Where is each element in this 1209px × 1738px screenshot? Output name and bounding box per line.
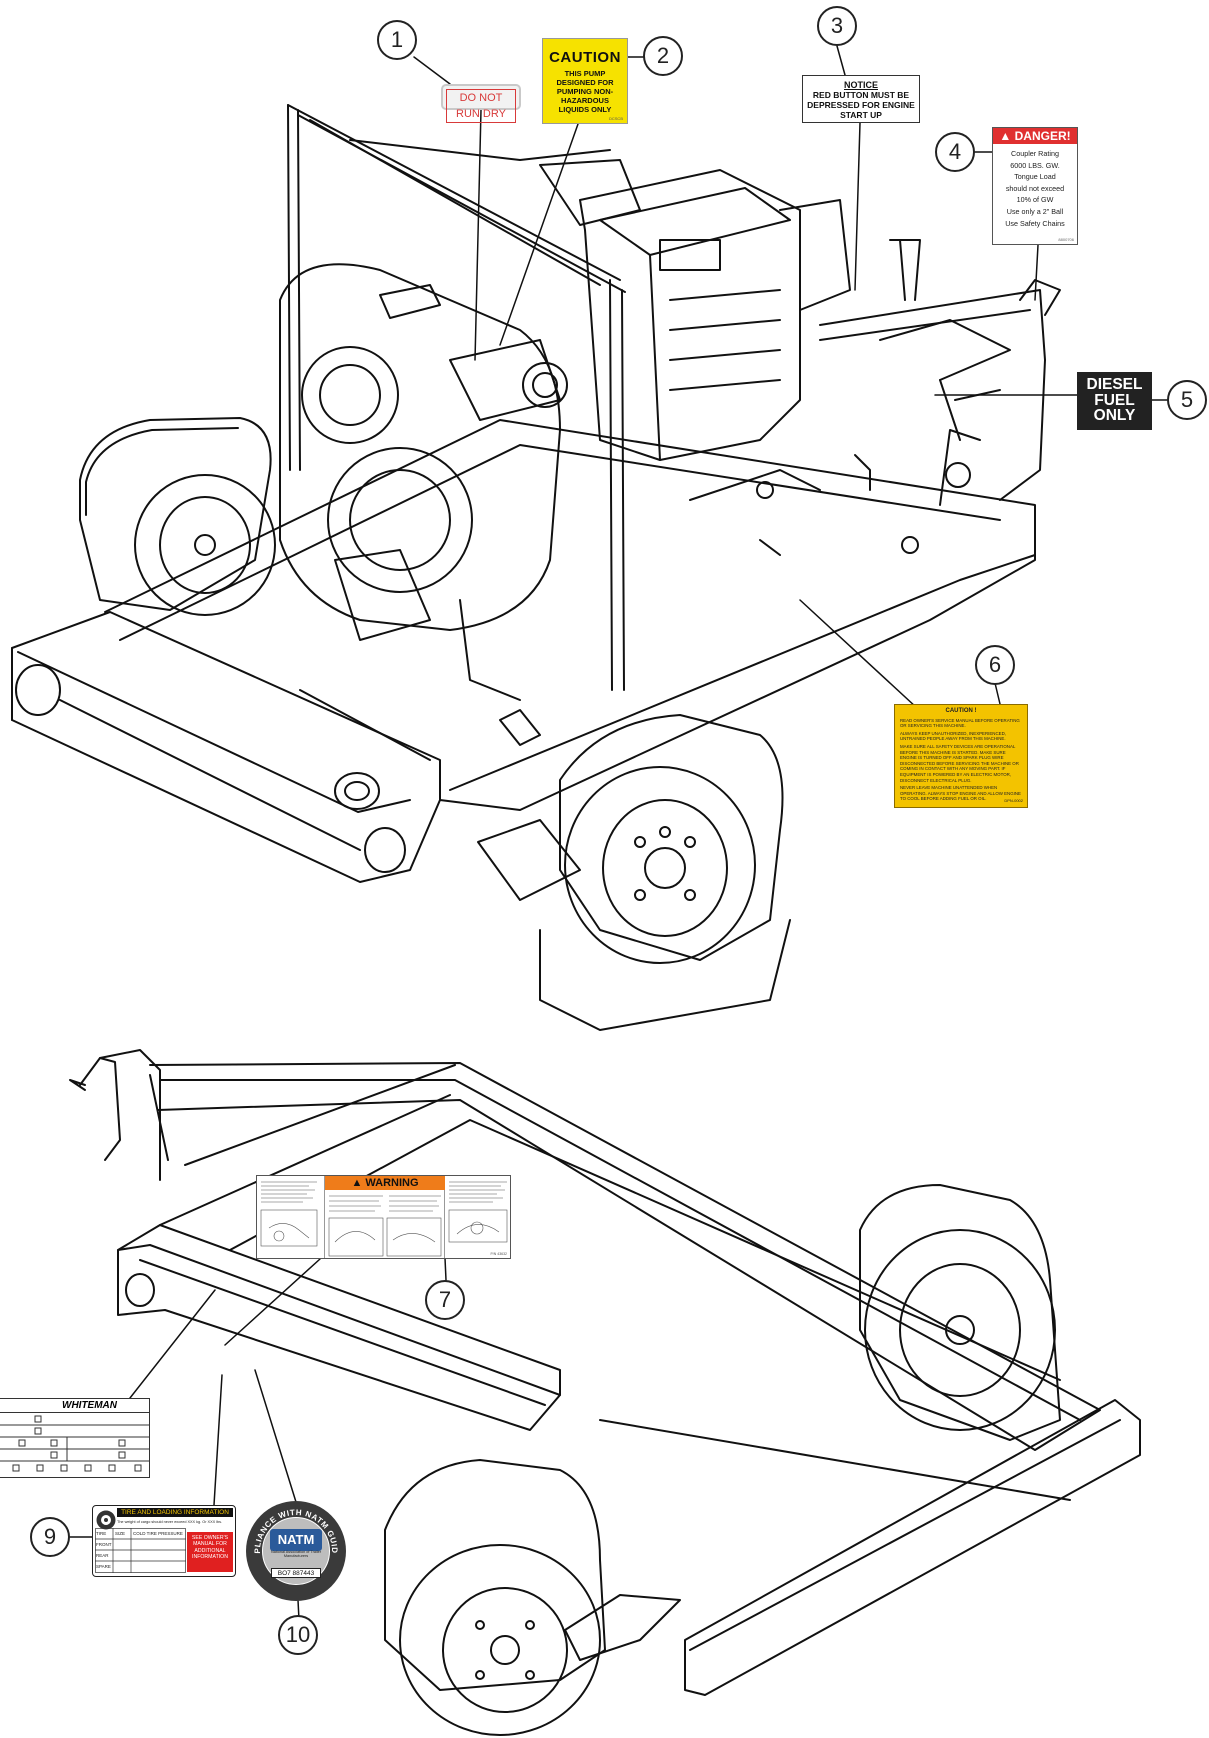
- notice-heading: NOTICE: [843, 80, 878, 90]
- tire-heading: TIRE AND LOADING INFORMATION: [117, 1508, 233, 1517]
- warning-panel-middle: [325, 1190, 445, 1258]
- danger-coupler-decal: ▲ DANGER! Coupler Rating 6000 LBS. GW. T…: [992, 127, 1078, 245]
- front-bumper: [11, 611, 441, 883]
- whiteman-logo-text: WHITEMAN: [0, 1399, 149, 1413]
- tire-row-front: FRONT: [96, 1542, 112, 1547]
- danger-line: Coupler Rating: [1011, 149, 1059, 158]
- tire-col-pressure: COLD TIRE PRESSURE: [133, 1531, 183, 1536]
- warning-panel-right: [445, 1176, 512, 1258]
- caution-pump-decal: CAUTION THIS PUMP DESIGNED FOR PUMPING N…: [542, 38, 628, 124]
- caution-machine-heading: CAUTION !: [945, 708, 977, 714]
- tire-see-manual: SEE OWNER'S MANUAL FOR ADDITIONAL INFORM…: [187, 1532, 233, 1572]
- warning-pictogram-right: [448, 1181, 508, 1243]
- natm-compliance-seal: IN COMPLIANCE WITH NATM GUIDELINES NATM …: [246, 1501, 346, 1601]
- caution-machine-item: READ OWNER'S SERVICE MANUAL BEFORE OPERA…: [900, 717, 1020, 729]
- diesel-line: DIESEL: [1086, 376, 1143, 393]
- tire-table-grid: [95, 1528, 186, 1573]
- danger-line: Tongue Load: [1014, 172, 1056, 182]
- diesel-fuel-only-decal: DIESEL FUEL ONLY: [1077, 372, 1152, 430]
- notice-body: RED BUTTON MUST BE DEPRESSED FOR ENGINE …: [807, 90, 915, 120]
- diesel-line: ONLY: [1093, 407, 1136, 424]
- left-fender: [79, 417, 272, 611]
- callout-3: 3: [817, 6, 857, 46]
- natm-serial: BO7 887443: [271, 1568, 321, 1578]
- near-fender: [384, 1459, 606, 1691]
- danger-line: should not exceed: [1005, 183, 1065, 193]
- caution-machine-decal: CAUTION ! READ OWNER'S SERVICE MANUAL BE…: [894, 704, 1028, 808]
- pump-housing: [279, 263, 561, 631]
- right-frame-rail: [684, 1399, 1141, 1696]
- warning-heading: ▲ WARNING: [325, 1176, 445, 1190]
- danger-code: 8800706: [1058, 237, 1074, 242]
- callout-10: 10: [278, 1615, 318, 1655]
- caution-machine-code: DPN-0002: [1004, 798, 1023, 804]
- natm-logo: NATM: [270, 1529, 322, 1551]
- trailer-deck: [104, 419, 1036, 811]
- caution-machine-item: NEVER LEAVE MACHINE UNATTENDED WHEN OPER…: [900, 785, 1021, 802]
- warning-pictogram-left: [260, 1181, 318, 1247]
- callout-5: 5: [1167, 380, 1207, 420]
- bare-trailer-assembly: [69, 1049, 1141, 1736]
- leader-lines: [69, 45, 1169, 1641]
- fuel-cap: [334, 772, 380, 810]
- warning-pictogram-middle: [328, 1195, 442, 1257]
- callout-9: 9: [30, 1517, 70, 1557]
- danger-heading-text: DANGER!: [1014, 129, 1071, 143]
- whiteman-plate-grid: [0, 1415, 149, 1472]
- tire-col-tire: TIRE: [96, 1531, 107, 1536]
- tire-weight-line: The weight of cargo should never exceed …: [117, 1520, 223, 1524]
- tire-icon: [96, 1510, 116, 1530]
- do-not-run-dry-text: DO NOT RUN DRY: [446, 89, 516, 123]
- natm-subtitle: National Association of Trailer Manufact…: [270, 1550, 322, 1558]
- caution-pump-body: THIS PUMP DESIGNED FOR PUMPING NON-HAZAR…: [556, 69, 614, 114]
- notice-decal: NOTICE RED BUTTON MUST BE DEPRESSED FOR …: [802, 75, 920, 123]
- danger-line: Use only a 2" Ball: [1006, 206, 1064, 216]
- tire-row-rear: REAR: [96, 1553, 109, 1558]
- danger-body: Coupler Rating 6000 LBS. GW. Tongue Load…: [993, 148, 1077, 229]
- caution-pump-code: DCSCB: [608, 116, 623, 121]
- tire-row-spare: SPARE: [96, 1564, 111, 1569]
- danger-line: 10% of GW: [1016, 195, 1054, 205]
- tire-loading-decal: TIRE AND LOADING INFORMATION The weight …: [92, 1505, 236, 1577]
- warning-code: P/N 43632: [490, 1252, 507, 1256]
- right-fender: [559, 714, 784, 961]
- right-wheel: [564, 766, 756, 964]
- warning-heading-text: WARNING: [365, 1177, 419, 1189]
- engine: [579, 169, 801, 461]
- tire-col-size: SIZE: [115, 1531, 126, 1536]
- front-crossbar: [117, 1244, 561, 1431]
- callout-7: 7: [425, 1280, 465, 1320]
- warning-panel-left: [257, 1176, 325, 1258]
- diesel-line: FUEL: [1094, 391, 1135, 409]
- left-wheel: [134, 474, 276, 616]
- danger-heading: ▲ DANGER!: [993, 128, 1077, 144]
- far-fender: [859, 1184, 1061, 1441]
- caution-pump-heading: CAUTION: [549, 49, 621, 66]
- danger-line: Use Safety Chains: [1005, 218, 1065, 228]
- callout-6: 6: [975, 645, 1015, 685]
- danger-line: 6000 LBS. GW.: [1010, 160, 1060, 170]
- lift-cage: [287, 104, 291, 471]
- callout-4: 4: [935, 132, 975, 172]
- whiteman-serial-plate: WHITEMAN: [0, 1398, 150, 1478]
- do-not-run-dry-decal: DO NOT RUN DRY: [441, 84, 521, 123]
- caution-machine-item: MAKE SURE ALL SAFETY DEVICES ARE OPERATI…: [900, 743, 1019, 783]
- caution-machine-item: ALWAYS KEEP UNAUTHORIZED, INEXPERIENCED,…: [900, 730, 1006, 742]
- pump-trailer-assembly: [11, 104, 1061, 1031]
- trailer-tongue: [79, 1057, 121, 1161]
- callout-1: 1: [377, 20, 417, 60]
- callout-2: 2: [643, 36, 683, 76]
- warning-decal: ▲ WARNING P/N 43632: [256, 1175, 511, 1259]
